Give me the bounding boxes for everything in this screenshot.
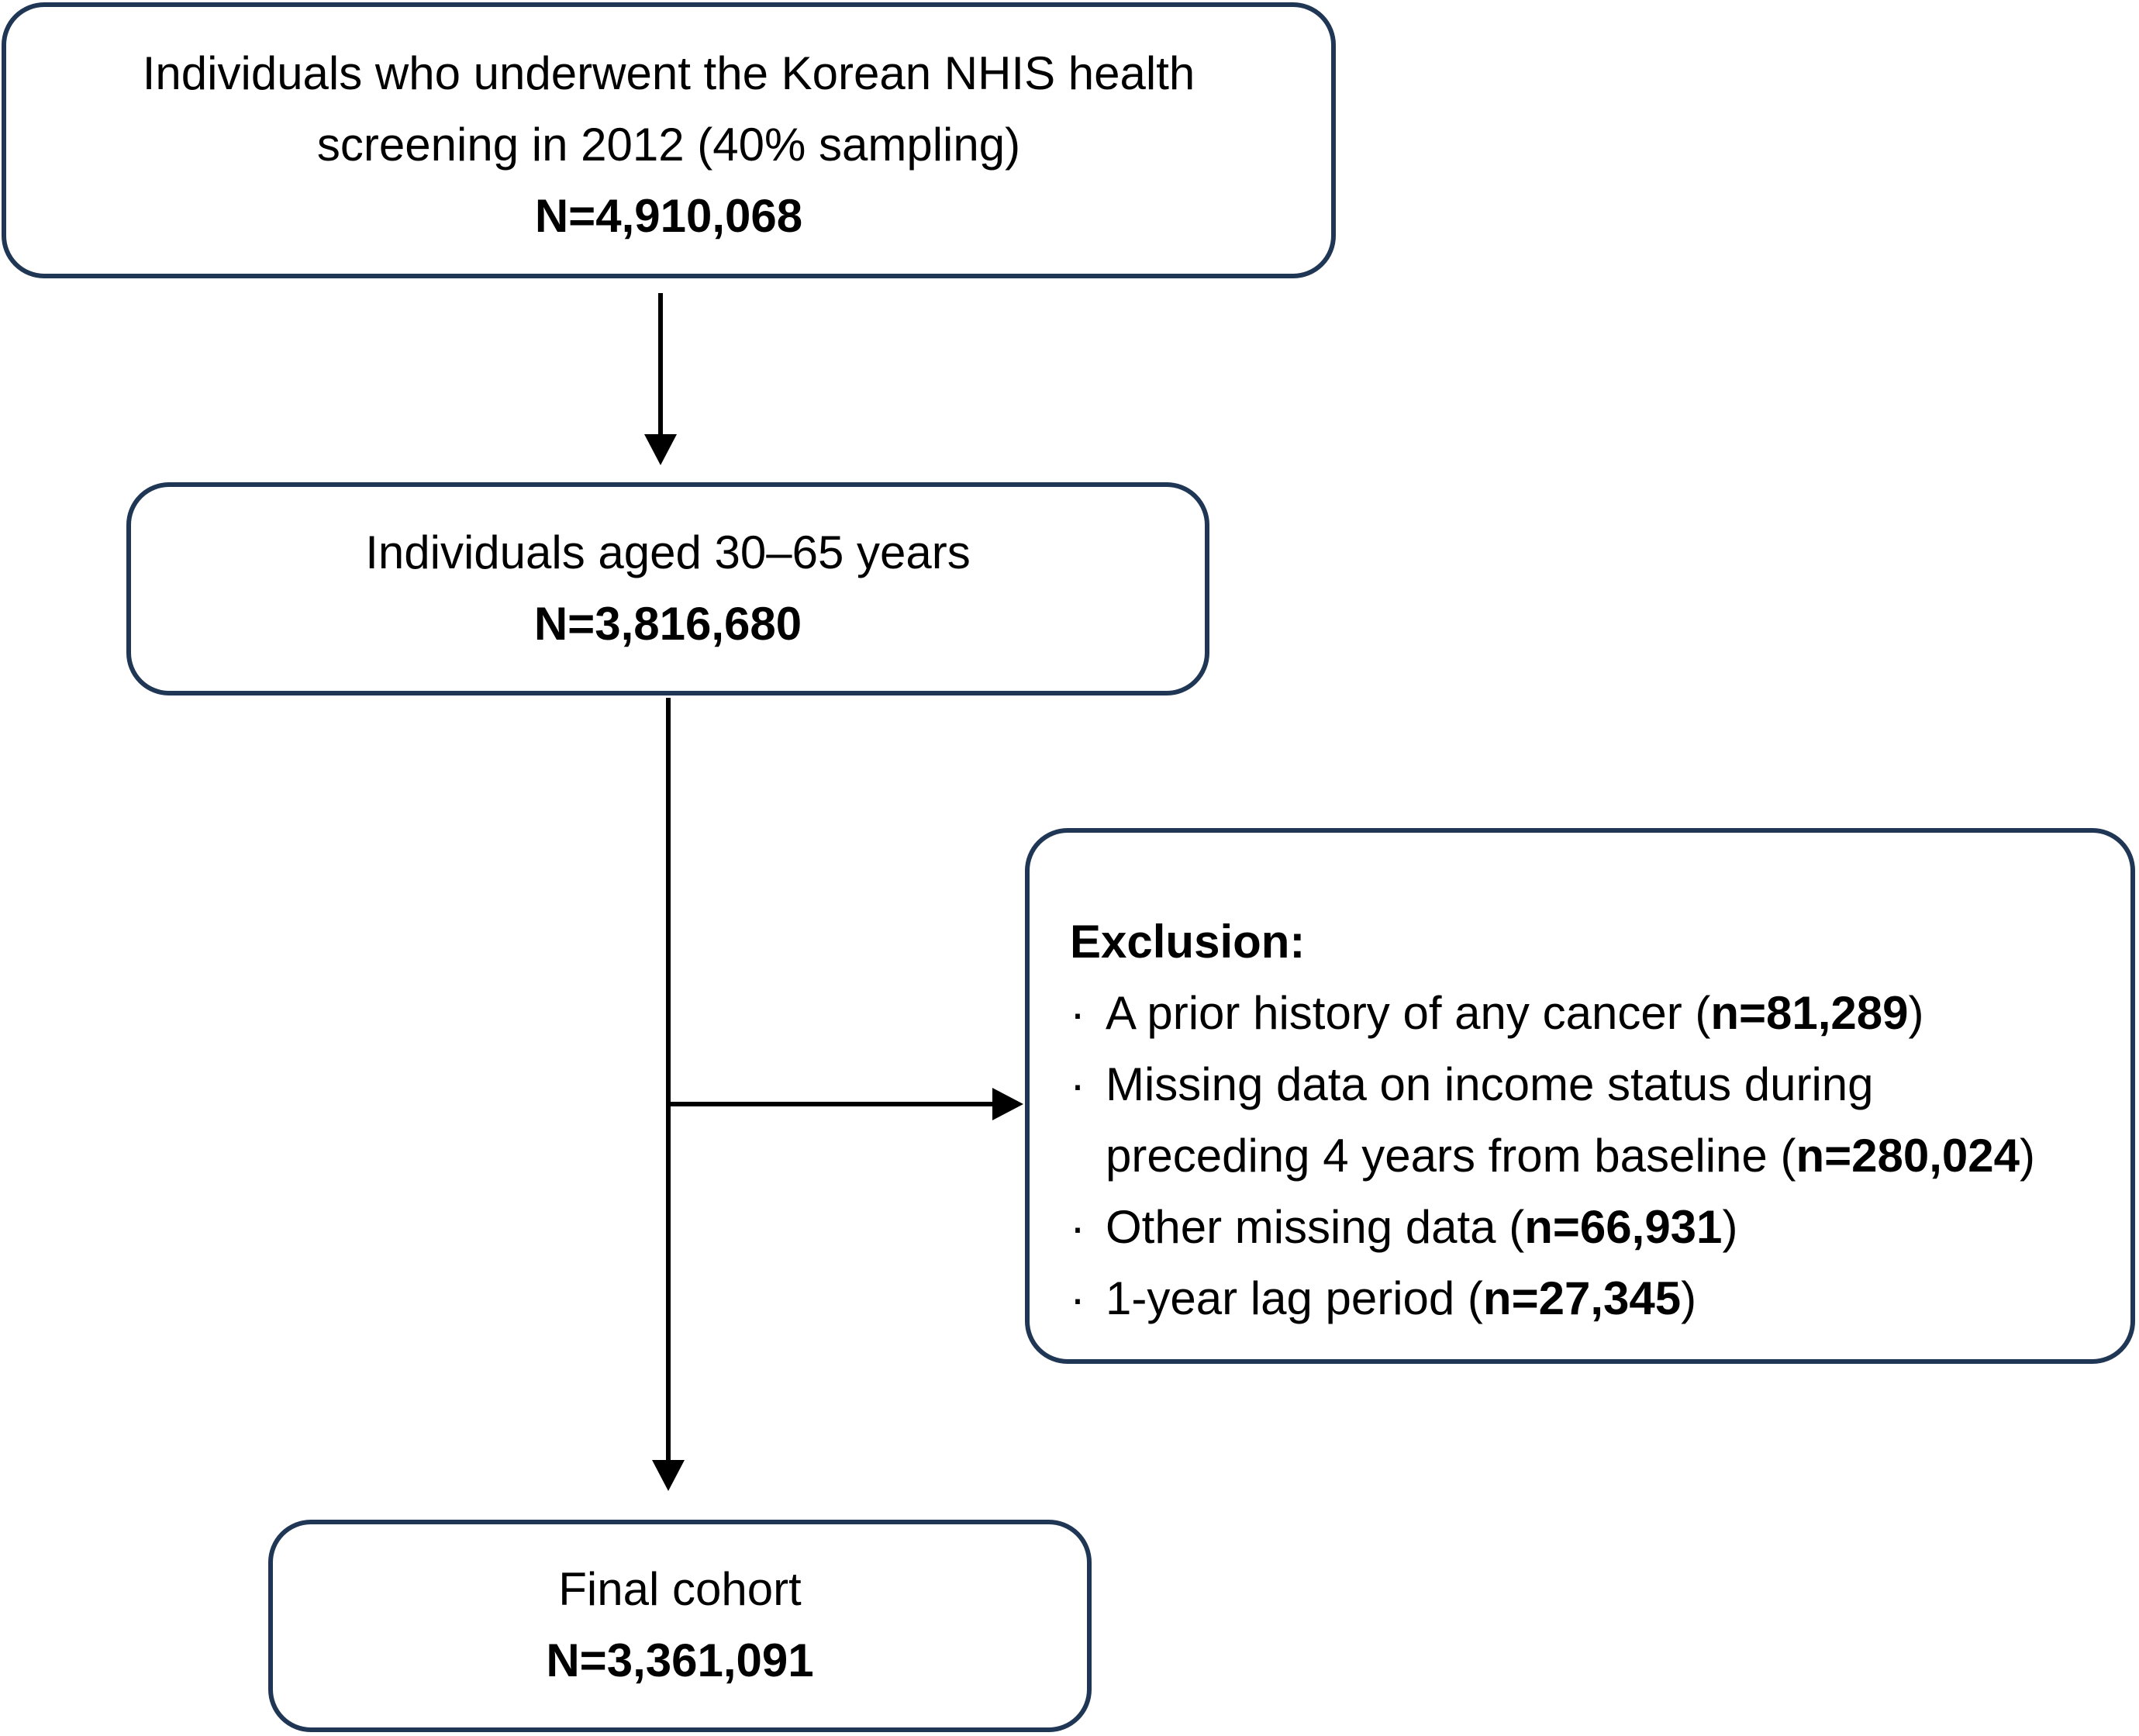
final-cohort-box: Final cohort N=3,361,091 xyxy=(268,1520,1092,1732)
aged-box: Individuals aged 30–65 years N=3,816,680 xyxy=(126,482,1209,695)
exclusion-item-text-end: ) xyxy=(1908,987,1924,1039)
down-arrow-1-head-icon xyxy=(644,434,677,465)
exclusion-item-continuation: preceding 4 years from baseline (n=280,0… xyxy=(1070,1120,2107,1192)
exclusion-item-text-end: ) xyxy=(1681,1272,1697,1324)
exclusion-item-count: n=66,931 xyxy=(1524,1201,1723,1253)
exclusion-box: Exclusion: · A prior history of any cance… xyxy=(1025,828,2135,1364)
exclusion-item-text: Missing data on income status during xyxy=(1106,1058,1874,1110)
aged-box-count: N=3,816,680 xyxy=(533,598,802,650)
exclusion-item-count: n=81,289 xyxy=(1710,987,1909,1039)
screening-box-line1: Individuals who underwent the Korean NHI… xyxy=(142,47,1195,99)
screening-box: Individuals who underwent the Korean NHI… xyxy=(2,2,1336,278)
right-arrow-head-icon xyxy=(992,1088,1023,1120)
screening-box-count: N=4,910,068 xyxy=(534,190,803,242)
down-arrow-2-head-icon xyxy=(652,1460,685,1491)
exclusion-item: · Other missing data (n=66,931) xyxy=(1070,1192,2107,1263)
right-arrow-line xyxy=(668,1102,994,1106)
final-box-count: N=3,361,091 xyxy=(546,1634,814,1686)
screening-box-line2: screening in 2012 (40% sampling) xyxy=(316,119,1021,171)
bullet-icon: · xyxy=(1070,1272,1085,1324)
exclusion-item-text: preceding 4 years from baseline ( xyxy=(1106,1130,1796,1182)
exclusion-item-text: A prior history of any cancer ( xyxy=(1106,987,1711,1039)
bullet-icon: · xyxy=(1070,1201,1085,1253)
bullet-icon: · xyxy=(1070,987,1085,1039)
exclusion-item-count: n=280,024 xyxy=(1796,1130,2020,1182)
exclusion-title: Exclusion: xyxy=(1070,916,1306,968)
exclusion-item-text-end: ) xyxy=(1722,1201,1738,1253)
down-arrow-2-line xyxy=(666,698,671,1462)
exclusion-item-text: 1-year lag period ( xyxy=(1106,1272,1483,1324)
exclusion-item-count: n=27,345 xyxy=(1482,1272,1682,1324)
final-box-line1: Final cohort xyxy=(558,1563,802,1615)
down-arrow-1-line xyxy=(658,293,663,436)
exclusion-item-text-end: ) xyxy=(2020,1130,2036,1182)
exclusion-item-text: Other missing data ( xyxy=(1106,1201,1525,1253)
aged-box-line1: Individuals aged 30–65 years xyxy=(365,526,971,578)
exclusion-item: · A prior history of any cancer (n=81,289… xyxy=(1070,978,2107,1049)
exclusion-item: · Missing data on income status during xyxy=(1070,1049,2107,1120)
exclusion-item: · 1-year lag period (n=27,345) xyxy=(1070,1263,2107,1334)
bullet-icon: · xyxy=(1070,1058,1085,1110)
